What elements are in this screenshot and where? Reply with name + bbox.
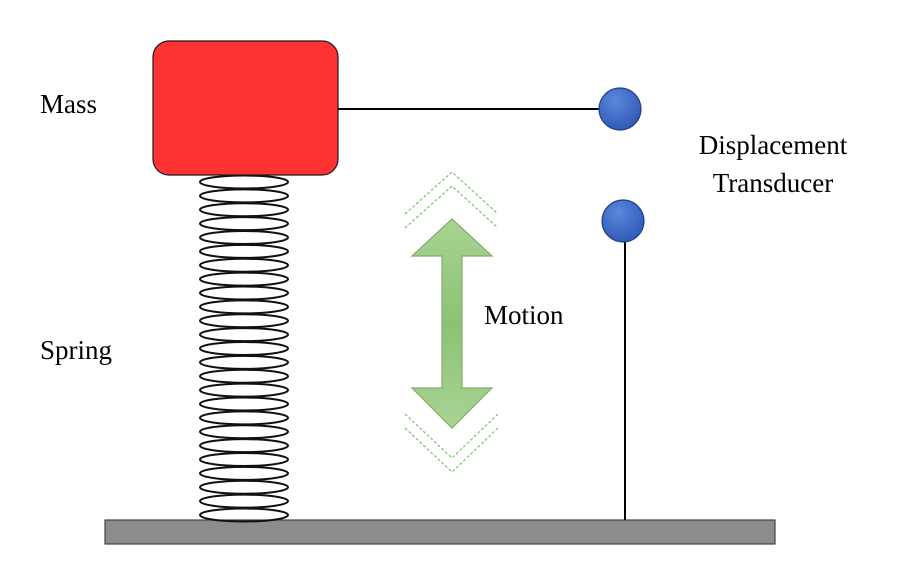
spring-coil	[199, 174, 289, 190]
spring-coil	[199, 424, 289, 440]
spring-coil	[199, 216, 289, 232]
lower-sensor-ball	[601, 199, 645, 243]
spring-coil	[199, 438, 289, 454]
spring-coil	[199, 188, 289, 204]
spring-coil	[199, 257, 289, 273]
spring-coil	[199, 452, 289, 467]
mass-block	[152, 40, 339, 176]
ground-base	[104, 519, 776, 545]
spring-coil	[199, 479, 289, 495]
transducer-label: Displacement Transducer	[678, 126, 868, 202]
motion-chevrons-bottom	[404, 413, 499, 473]
mass-label: Mass	[40, 89, 98, 119]
spring-label: Spring	[40, 335, 113, 365]
motion-chevrons-top	[404, 171, 499, 229]
spring-coil	[199, 368, 289, 384]
spring-coil	[199, 396, 289, 412]
spring-coil	[199, 202, 289, 218]
upper-sensor-ball	[598, 87, 642, 131]
spring-coil	[199, 341, 289, 356]
spring-coils	[199, 174, 289, 523]
spring-coil	[199, 410, 289, 426]
spring-coil	[199, 243, 289, 259]
spring-coil	[199, 285, 289, 301]
spring-coil	[199, 465, 289, 481]
motion-arrow	[410, 218, 494, 429]
transducer-label-line1: Displacement	[698, 130, 848, 160]
spring-coil	[199, 327, 289, 343]
spring-coil	[199, 507, 289, 523]
spring-coil	[199, 493, 289, 509]
motion-label: Motion	[484, 300, 564, 330]
spring-coil	[199, 299, 289, 315]
spring-coil	[199, 382, 289, 398]
spring-coil	[199, 271, 289, 287]
spring-coil	[199, 230, 289, 245]
spring-coil	[199, 354, 289, 370]
spring-coil	[199, 313, 289, 329]
transducer-label-line2: Transducer	[712, 168, 834, 198]
